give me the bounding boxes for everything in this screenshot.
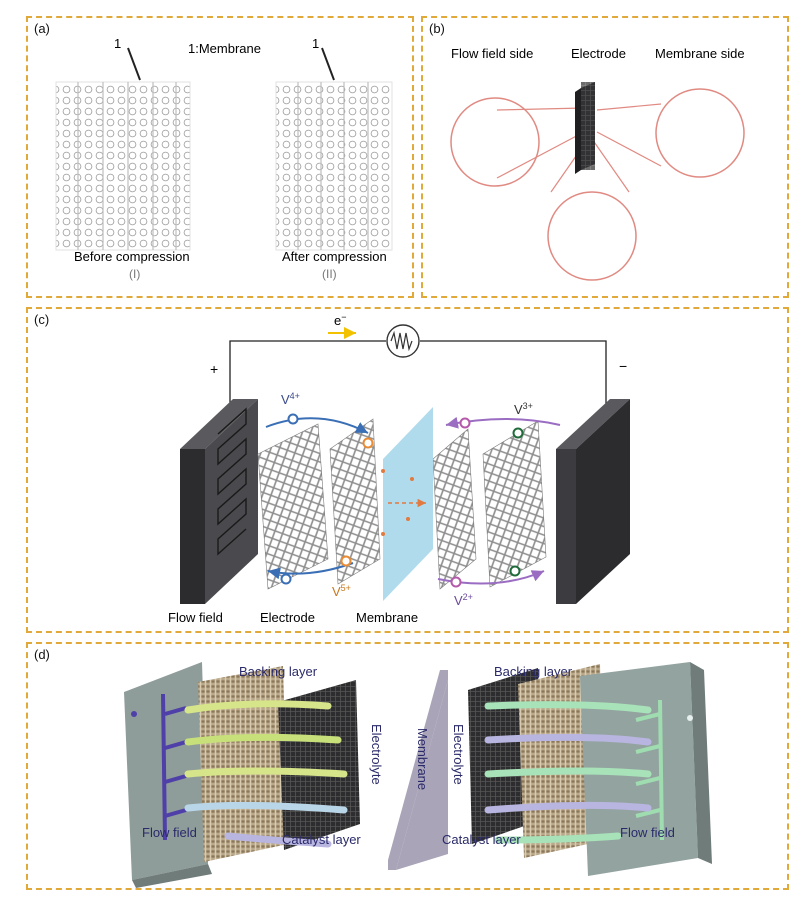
panel-d-illustration: Backing layer Backing layer Electrolyte … <box>124 662 712 888</box>
marker-right: 1 <box>312 36 319 51</box>
v4-arrow <box>265 417 369 434</box>
zoom-circle-membrane-outline <box>655 88 745 178</box>
electrolyte-flow-left <box>184 700 348 848</box>
membrane-stack-after <box>275 81 393 251</box>
label-catalyst-right: Catalyst layer <box>442 832 521 847</box>
label-electrolyte-left: Electrolyte <box>369 724 384 785</box>
label-membrane: Membrane <box>415 728 430 790</box>
label-v5: V5+ <box>332 583 351 599</box>
electrode-right-inner <box>432 428 477 590</box>
v3-arrow <box>445 416 561 429</box>
marker-left: 1 <box>114 36 121 51</box>
label-backing-left: Backing layer <box>239 664 318 679</box>
ion-v2 <box>450 576 462 588</box>
flow-field-plate-left <box>180 399 258 604</box>
label-membrane: Membrane <box>356 610 418 625</box>
panel-c: (c) e− + − <box>26 307 789 633</box>
label-flow-field-side: Flow field side <box>451 46 533 61</box>
label-v2: V2+ <box>454 592 473 608</box>
ion-v3-green <box>512 427 524 439</box>
membrane-lines-after <box>297 82 369 250</box>
label-catalyst-left: Catalyst layer <box>282 832 361 847</box>
membrane-sheet <box>383 407 433 601</box>
electrode-slab <box>575 82 595 174</box>
ion-v5-lower <box>340 555 352 567</box>
panel-b-label: (b) <box>429 21 445 36</box>
membrane-legend: 1:Membrane <box>188 41 261 56</box>
pointer-line-right <box>321 47 335 81</box>
zoom-circle-middle-outline <box>547 191 637 281</box>
plus-terminal: + <box>210 361 218 377</box>
label-membrane-side: Membrane side <box>655 46 745 61</box>
panel-a-illustration: 1 1 1:Membrane Before compression After … <box>55 36 393 281</box>
label-flow-field-right: Flow field <box>620 825 675 840</box>
membrane-sheet <box>388 670 448 870</box>
panel-a-label: (a) <box>34 21 50 36</box>
ion-v5 <box>362 437 374 449</box>
load-waveform <box>390 330 413 352</box>
label-flow-field: Flow field <box>168 610 223 625</box>
label-electrolyte-right: Electrolyte <box>451 724 466 785</box>
membrane-lines-before <box>77 82 177 250</box>
panel-a: (a) 1 1 1:Membrane Before compression Af… <box>26 16 414 298</box>
label-electrode: Electrode <box>571 46 626 61</box>
panel-d: (d) <box>26 642 789 890</box>
membrane-face <box>396 680 448 870</box>
ion-v4 <box>287 413 299 425</box>
electron-label: e− <box>334 312 347 328</box>
zoom-circle-flow-field-outline <box>450 97 540 187</box>
flow-field-plate-right <box>580 662 712 876</box>
ion-v4-lower <box>280 573 292 585</box>
numeral-after: (II) <box>322 267 337 281</box>
label-flow-field-left: Flow field <box>142 825 197 840</box>
proton-dot <box>381 469 385 473</box>
ion-v2-green <box>509 565 521 577</box>
circuit-wire <box>229 340 607 414</box>
membrane-stack-before <box>55 81 191 251</box>
label-backing-right: Backing layer <box>494 664 573 679</box>
label-v3: V3+ <box>514 401 533 417</box>
panel-c-illustration: e− + − <box>168 312 630 625</box>
load-icon <box>386 324 420 358</box>
panel-b-illustration: Flow field side Electrode Membrane side <box>450 46 745 281</box>
flow-field-plate-right <box>556 399 630 604</box>
panel-b: (b) Flow field side Elect <box>421 16 789 298</box>
panel-d-label: (d) <box>34 647 50 662</box>
backing-layer-left <box>198 666 288 862</box>
v2-arrow <box>437 570 545 585</box>
flow-field-plate-left <box>124 662 212 888</box>
panel-c-label: (c) <box>34 312 50 327</box>
electrode-left-outer <box>257 423 329 590</box>
electrolyte-flow-right <box>484 701 652 844</box>
proton-dot <box>406 517 410 521</box>
label-electrode: Electrode <box>260 610 315 625</box>
proton-dot <box>410 477 414 481</box>
caption-before: Before compression <box>74 249 190 264</box>
numeral-before: (I) <box>129 267 140 281</box>
caption-after: After compression <box>282 249 387 264</box>
electrode-right-outer <box>482 420 547 588</box>
pointer-line-left <box>127 47 141 81</box>
minus-terminal: − <box>619 358 627 374</box>
label-v4: V4+ <box>281 391 300 407</box>
proton-dot <box>381 532 385 536</box>
ion-v3 <box>459 417 471 429</box>
